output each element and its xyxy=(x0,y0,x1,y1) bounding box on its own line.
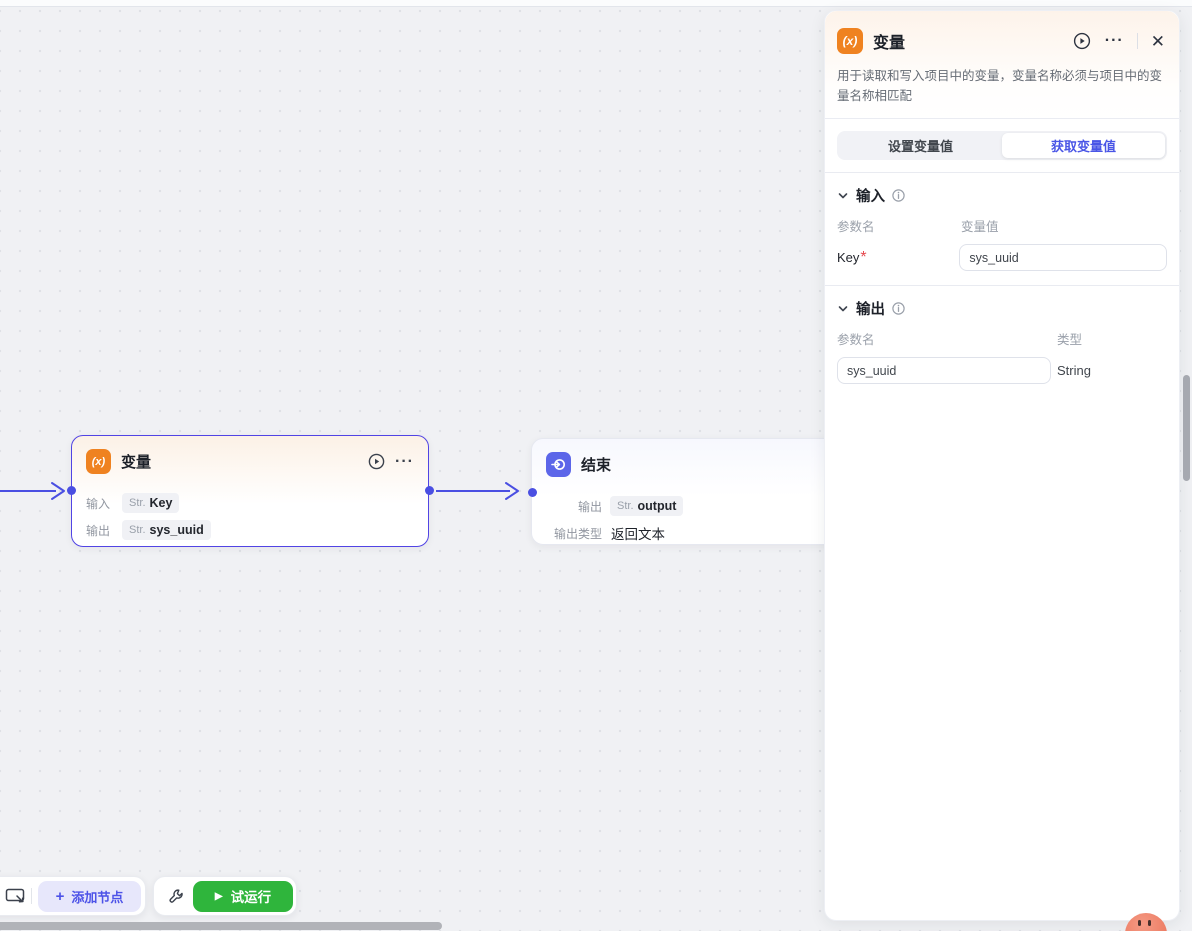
output-type-value: String xyxy=(1057,363,1091,378)
assistant-mascot[interactable] xyxy=(1125,913,1167,931)
run-node-icon[interactable] xyxy=(366,452,386,472)
type-tag: Str. xyxy=(617,500,634,512)
more-options-icon[interactable]: ··· xyxy=(1104,32,1124,49)
row-label: 输出 xyxy=(577,499,602,514)
close-icon[interactable]: ✕ xyxy=(1150,31,1165,51)
node-output-row: 输出 Str. sys_uuid xyxy=(86,520,414,540)
more-options-icon[interactable]: ··· xyxy=(395,452,414,470)
node-title: 变量 xyxy=(121,454,152,471)
panel-description: 用于读取和写入项目中的变量，变量名称必须与项目中的变量名称相匹配 xyxy=(837,69,1163,103)
end-node-icon xyxy=(546,452,571,477)
panel-title: 变量 xyxy=(873,35,906,52)
divider xyxy=(825,285,1179,286)
output-port[interactable] xyxy=(424,486,434,495)
test-run-label: 试运行 xyxy=(230,890,272,905)
divider xyxy=(1136,33,1138,49)
test-run-button[interactable]: ▶ 试运行 xyxy=(193,880,293,912)
divider xyxy=(825,172,1179,173)
wrench-icon[interactable] xyxy=(166,886,186,906)
input-section: 输入 参数名 变量值 Key* xyxy=(825,173,1179,285)
output-section: 输出 参数名 类型 String xyxy=(825,286,1179,398)
variable-node-icon: (x) xyxy=(837,28,863,54)
mascot-eye xyxy=(1148,920,1151,926)
canvas-toolbar-run: ▶ 试运行 xyxy=(153,876,297,916)
top-toolbar-edge xyxy=(0,0,1192,7)
variable-node-icon: (x) xyxy=(86,449,111,474)
mascot-eye xyxy=(1138,920,1141,926)
input-port[interactable] xyxy=(527,487,537,497)
node-end-header: 结束 xyxy=(532,439,890,485)
output-param-name-input[interactable] xyxy=(837,357,1051,384)
column-header: 类型 xyxy=(1057,333,1083,347)
input-port[interactable] xyxy=(66,486,76,495)
node-title: 结束 xyxy=(581,457,612,474)
type-tag: Str. xyxy=(129,524,146,536)
required-asterisk: * xyxy=(860,248,867,266)
section-title: 输入 xyxy=(856,189,885,205)
param-pill: Str. output xyxy=(610,496,684,516)
node-variable[interactable]: (x) 变量 ··· 输入 Str. Key 输出 Str. xyxy=(66,435,434,547)
param-name: sys_uuid xyxy=(149,523,204,537)
column-header: 变量值 xyxy=(961,220,999,234)
row-label: 输出 xyxy=(86,523,111,538)
info-icon[interactable] xyxy=(892,302,905,315)
variable-config-panel: (x) 变量 ··· ✕ 用于读取和写入项目中的变量，变量名称必须与项目中的变量… xyxy=(824,10,1180,921)
param-name: output xyxy=(637,499,677,513)
section-title: 输出 xyxy=(856,302,885,318)
add-node-button[interactable]: + 添加节点 xyxy=(38,880,141,912)
row-label: 输出类型 xyxy=(553,526,602,541)
row-label: 输入 xyxy=(86,496,111,511)
play-icon: ▶ xyxy=(214,890,223,902)
type-tag: Str. xyxy=(129,497,146,509)
node-output-type-row: 输出类型 返回文本 xyxy=(546,523,876,543)
horizontal-scrollbar[interactable] xyxy=(0,922,442,930)
column-header: 参数名 xyxy=(837,333,875,347)
param-pill: Str. Key xyxy=(122,493,180,513)
variable-value-input[interactable] xyxy=(959,244,1167,271)
param-pill: Str. sys_uuid xyxy=(122,520,211,540)
output-type-value: 返回文本 xyxy=(611,527,665,542)
vertical-scrollbar[interactable] xyxy=(1183,375,1190,481)
variable-mode-tabs: 设置变量值 获取变量值 xyxy=(837,131,1167,160)
node-output-row: 输出 Str. output xyxy=(546,496,876,516)
divider xyxy=(31,888,32,904)
node-variable-header: (x) 变量 ··· xyxy=(72,436,428,482)
tab-get-variable[interactable]: 获取变量值 xyxy=(1002,133,1165,158)
run-node-icon[interactable] xyxy=(1072,31,1092,51)
info-icon[interactable] xyxy=(892,189,905,202)
param-name: Key xyxy=(149,496,173,510)
add-node-label: 添加节点 xyxy=(71,889,124,905)
column-header: 参数名 xyxy=(837,220,875,234)
tab-set-variable[interactable]: 设置变量值 xyxy=(887,139,953,154)
node-input-row: 输入 Str. Key xyxy=(86,493,414,513)
chevron-down-icon[interactable] xyxy=(837,190,849,202)
param-name-label: Key xyxy=(837,249,860,265)
select-frame-icon[interactable] xyxy=(5,886,25,906)
canvas-toolbar-left: + 添加节点 xyxy=(0,876,146,916)
plus-icon: + xyxy=(55,887,65,905)
chevron-down-icon[interactable] xyxy=(837,303,849,315)
